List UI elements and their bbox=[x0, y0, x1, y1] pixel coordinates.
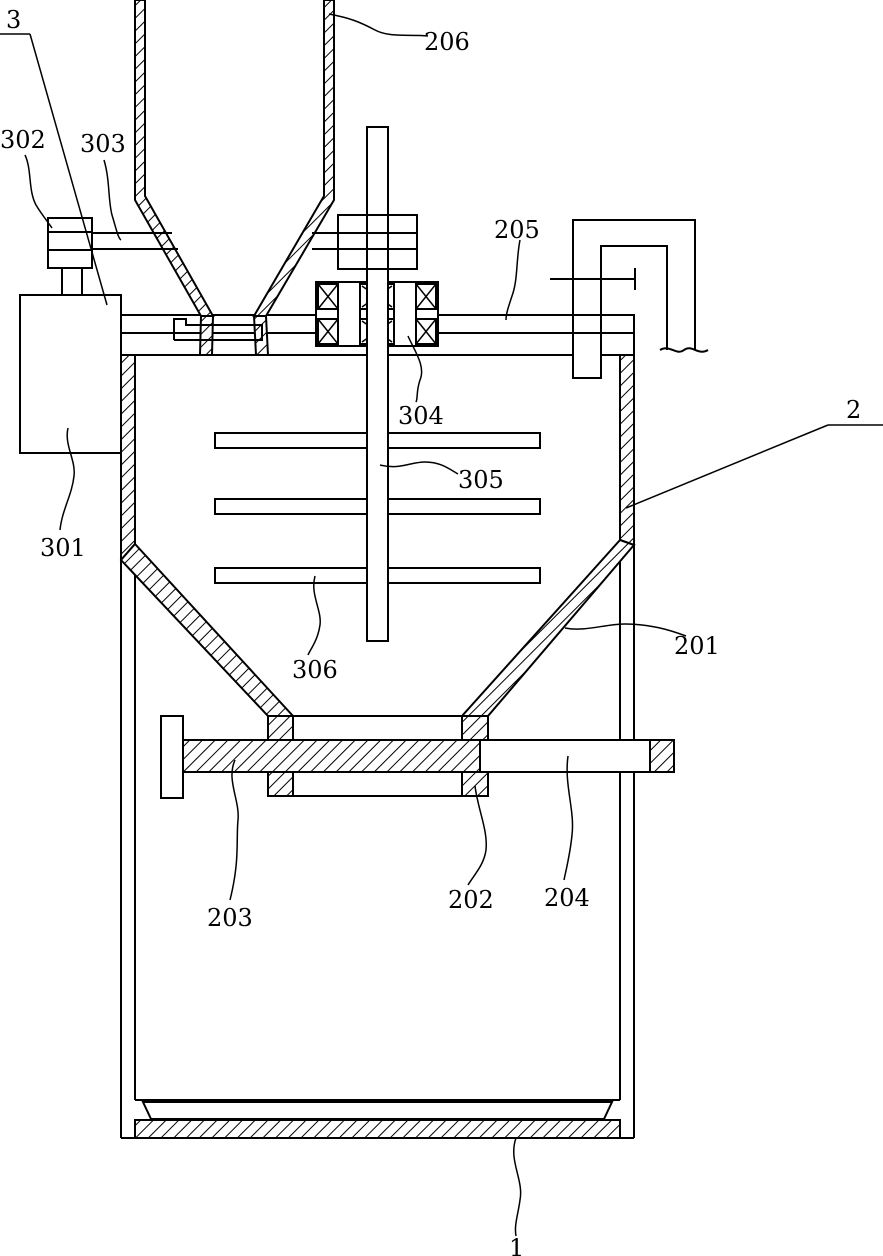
label-306: 306 bbox=[292, 656, 338, 684]
label-206: 206 bbox=[424, 28, 470, 56]
label-204: 204 bbox=[544, 884, 590, 912]
label-305: 305 bbox=[458, 466, 504, 494]
part-labels: 206 3 302 303 205 2 304 305 301 201 306 … bbox=[0, 6, 861, 1256]
label-3: 3 bbox=[6, 6, 21, 34]
feed-hopper bbox=[135, 0, 334, 355]
label-301: 301 bbox=[40, 534, 86, 562]
label-302: 302 bbox=[0, 126, 46, 154]
label-205: 205 bbox=[494, 216, 540, 244]
leader-lines bbox=[0, 14, 883, 1236]
label-1: 1 bbox=[509, 1234, 524, 1256]
label-203: 203 bbox=[207, 904, 253, 932]
bottom-tray bbox=[135, 1120, 620, 1138]
funnel-wall-right bbox=[462, 540, 634, 716]
label-304: 304 bbox=[398, 402, 444, 430]
stirring-shaft bbox=[338, 127, 417, 641]
motor bbox=[20, 250, 121, 453]
label-2: 2 bbox=[846, 396, 861, 424]
label-201: 201 bbox=[674, 632, 720, 660]
label-202: 202 bbox=[448, 886, 494, 914]
belt-drive bbox=[48, 215, 417, 269]
label-303: 303 bbox=[80, 130, 126, 158]
valve-rod bbox=[161, 716, 674, 798]
